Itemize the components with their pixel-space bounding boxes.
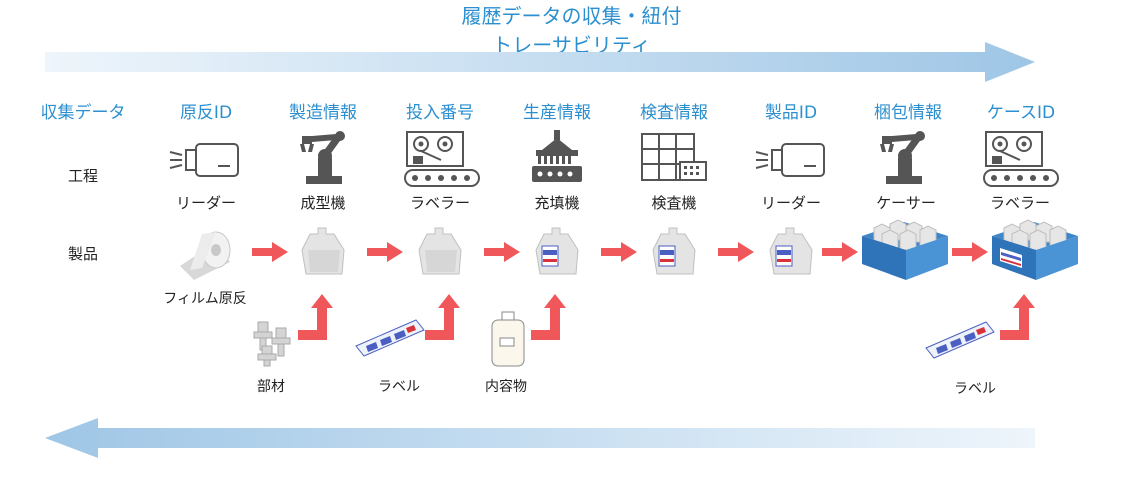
- row-label-process: 工程: [67, 167, 98, 185]
- labeler-icon: [983, 131, 1059, 187]
- flow-arrow-right: [252, 242, 288, 262]
- robot-arm-icon: [880, 131, 925, 184]
- data-label-manufacturing: 製造情報: [289, 103, 357, 123]
- material-label-contents: 内容物: [485, 379, 527, 395]
- inspection-machine-icon: [641, 133, 707, 181]
- labeler-icon: [404, 131, 480, 187]
- data-label-input-number: 投入番号: [406, 103, 474, 123]
- film-roll-icon: [180, 231, 231, 280]
- pouch-icon: [301, 227, 345, 275]
- row-label-product: 製品: [67, 245, 98, 263]
- data-label-product-id: 製品ID: [764, 103, 818, 123]
- reader-icon: [755, 143, 825, 177]
- product-label-film: フィルム原反: [163, 291, 247, 307]
- data-label-packing: 梱包情報: [874, 103, 942, 123]
- machine-label-labeler: ラベラー: [989, 194, 1050, 212]
- flow-arrow-right: [484, 242, 520, 262]
- machine-label-labeler: ラベラー: [409, 194, 470, 212]
- machine-label-molding: 成型機: [300, 194, 346, 212]
- data-label-production: 生産情報: [523, 103, 591, 123]
- feed-in-arrow: [1000, 294, 1035, 340]
- robot-arm-icon: [300, 131, 345, 184]
- machine-label-caser: ケーサー: [876, 194, 936, 212]
- material-label-label: ラベル: [378, 379, 420, 395]
- labeled-pouch-icon: [652, 227, 696, 275]
- data-label-case-id: ケースID: [986, 103, 1056, 123]
- reader-icon: [169, 143, 239, 177]
- parts-icon: [253, 321, 291, 367]
- case-icon: [862, 219, 948, 280]
- feed-in-arrow: [531, 294, 566, 340]
- labeled-pouch-icon: [535, 227, 579, 275]
- label-sheet-icon: [925, 321, 995, 359]
- flow-arrow-right: [822, 242, 858, 262]
- machine-label-reader: リーダー: [760, 194, 821, 212]
- traceability-title: トレーサビリティ: [492, 33, 651, 57]
- flow-arrow-right: [601, 242, 637, 262]
- bottle-icon: [491, 311, 525, 367]
- pouch-icon: [418, 227, 462, 275]
- labeled-pouch-icon: [769, 227, 813, 275]
- flow-arrow-right: [718, 242, 754, 262]
- flow-arrow-right: [952, 242, 988, 262]
- data-label-film-id: 原反ID: [179, 103, 233, 123]
- material-label-parts: 部材: [257, 379, 285, 395]
- machine-label-inspection: 検査機: [651, 194, 697, 212]
- machine-label-filler: 充填機: [534, 194, 580, 212]
- flow-arrow-right: [367, 242, 403, 262]
- data-label-inspection: 検査情報: [640, 103, 708, 123]
- feed-in-arrow: [298, 294, 333, 340]
- collection-title: 履歴データの収集・紐付: [461, 4, 682, 28]
- machine-label-reader: リーダー: [175, 194, 236, 212]
- labeled-case-icon: [992, 219, 1078, 280]
- row-label-data: 収集データ: [40, 103, 126, 123]
- feed-in-arrow: [425, 294, 460, 340]
- filler-icon: [532, 130, 582, 182]
- label-sheet-icon: [355, 319, 425, 357]
- material-label-label: ラベル: [954, 381, 996, 397]
